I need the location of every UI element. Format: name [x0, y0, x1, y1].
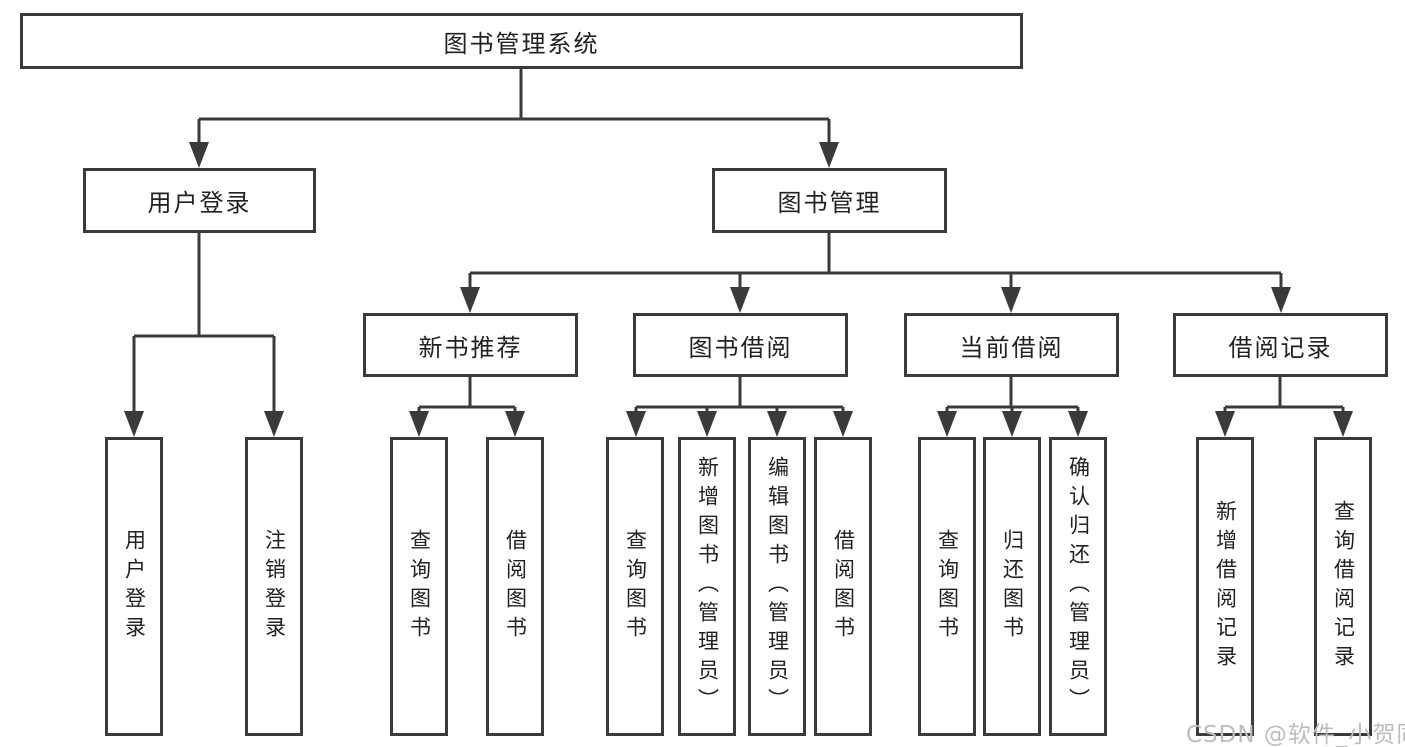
leaf-add-borrow-record: 新增借阅记录 — [1196, 437, 1254, 736]
leaf-query-books-current: 查询图书 — [918, 437, 976, 736]
leaf-query-books-borrow: 查询图书 — [606, 437, 664, 736]
connector-borrow-records-children — [1215, 377, 1353, 437]
connector-book-borrow-children — [626, 377, 853, 437]
node-book-borrow: 图书借阅 — [633, 313, 848, 377]
connector-new-book-recommend-children — [409, 377, 525, 437]
connector-book-management-children — [460, 233, 1291, 313]
node-root-library-system: 图书管理系统 — [20, 13, 1023, 69]
node-book-management: 图书管理 — [712, 168, 947, 233]
leaf-query-borrow-record: 查询借阅记录 — [1314, 437, 1372, 736]
leaf-query-books-recommend: 查询图书 — [390, 437, 448, 736]
leaf-confirm-return-admin: 确认归还（管理员） — [1049, 437, 1107, 736]
connector-current-borrow-children — [937, 377, 1088, 437]
leaf-edit-book-admin: 编辑图书（管理员） — [748, 437, 806, 736]
leaf-logout: 注销登录 — [245, 437, 303, 736]
node-borrow-records: 借阅记录 — [1173, 313, 1388, 377]
connector-root-to-level2 — [189, 69, 839, 168]
node-new-book-recommend: 新书推荐 — [363, 313, 578, 377]
leaf-borrow-books-borrow: 借阅图书 — [814, 437, 872, 736]
leaf-return-book: 归还图书 — [983, 437, 1041, 736]
leaf-add-book-admin: 新增图书（管理员） — [678, 437, 736, 736]
node-user-login: 用户登录 — [83, 168, 316, 233]
node-current-borrow: 当前借阅 — [904, 313, 1119, 377]
connector-user-login-children — [124, 233, 284, 437]
leaf-borrow-books-recommend: 借阅图书 — [486, 437, 544, 736]
leaf-user-login: 用户登录 — [105, 437, 163, 736]
csdn-watermark: CSDN @软件_小贺同学 — [1186, 722, 1405, 747]
